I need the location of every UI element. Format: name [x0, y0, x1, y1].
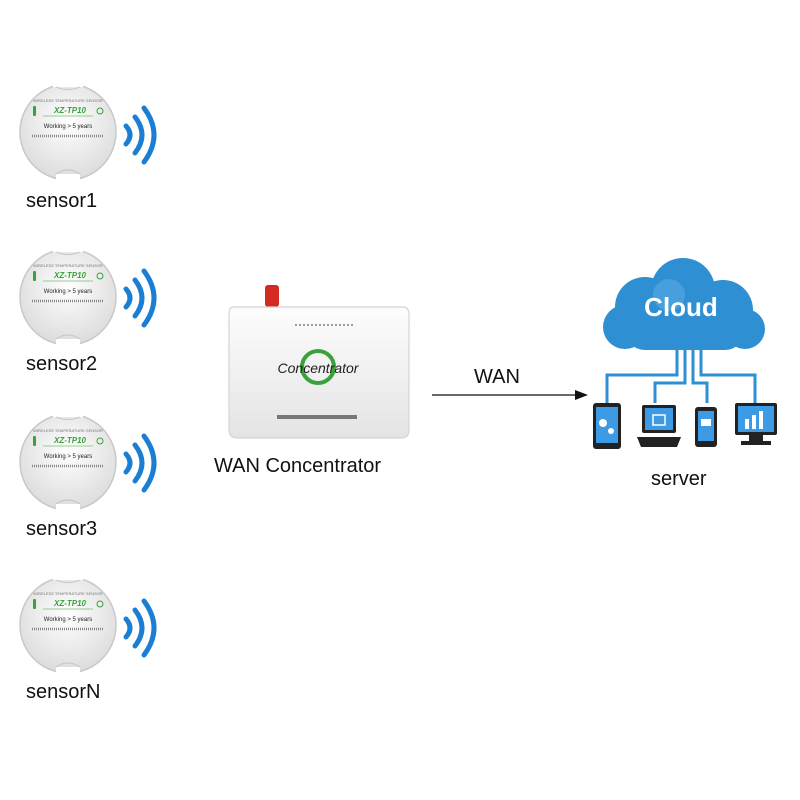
wireless-signal-icon — [123, 433, 157, 493]
sensor-working-text: Working > 5 years — [44, 289, 92, 295]
concentrator-device-text: Concentrator — [278, 360, 360, 376]
cloud-icon — [603, 258, 765, 350]
sensor-brand-text: WIRELESS TEMPERATURE SENSOR — [33, 263, 103, 268]
desktop-icon — [735, 403, 777, 445]
wan-concentrator-device: Concentrator · — [228, 285, 410, 439]
sensor-working-text: Working > 5 years — [44, 454, 92, 460]
concentrator-caption: WAN Concentrator — [214, 455, 382, 477]
wireless-signal-icon — [123, 268, 157, 328]
sensor-label: sensor3 — [26, 518, 98, 540]
sensor-brand-text: WIRELESS TEMPERATURE SENSOR — [33, 591, 103, 596]
sensor-label: sensor2 — [26, 353, 98, 375]
sensor-working-text: Working > 5 years — [44, 617, 92, 623]
svg-text:·: · — [285, 407, 286, 412]
wan-label: WAN — [474, 366, 520, 388]
sensor-label: sensorN — [26, 681, 101, 703]
sensor-brand-text: WIRELESS TEMPERATURE SENSOR — [33, 428, 103, 433]
sensor-model-text: XZ-TP10 — [53, 271, 87, 280]
phone-icon — [695, 407, 717, 447]
laptop-icon — [637, 405, 681, 447]
sensor-device-1: WIRELESS TEMPERATURE SENSOR XZ-TP10 Work… — [19, 80, 117, 188]
sensor-model-text: XZ-TP10 — [53, 599, 87, 608]
wan-arrow — [432, 390, 588, 400]
sensor-device-4: WIRELESS TEMPERATURE SENSOR XZ-TP10 Work… — [19, 573, 117, 681]
sensor-brand-text: WIRELESS TEMPERATURE SENSOR — [33, 98, 103, 103]
wireless-signal-icon — [123, 598, 157, 658]
tablet-icon — [593, 403, 621, 449]
antenna-icon — [265, 285, 279, 307]
network-lines — [605, 347, 757, 403]
sensor-label: sensor1 — [26, 190, 98, 212]
sensor-model-text: XZ-TP10 — [53, 106, 87, 115]
cloud-network-diagram: Cloud — [593, 258, 777, 449]
sensor-device-3: WIRELESS TEMPERATURE SENSOR XZ-TP10 Work… — [19, 410, 117, 518]
server-caption: server — [651, 468, 707, 490]
sensor-device-2: WIRELESS TEMPERATURE SENSOR XZ-TP10 Work… — [19, 245, 117, 353]
wireless-signal-icon — [123, 105, 157, 165]
sensor-working-text: Working > 5 years — [44, 124, 92, 130]
sensor-model-text: XZ-TP10 — [53, 436, 87, 445]
cloud-label: Cloud — [644, 292, 718, 322]
